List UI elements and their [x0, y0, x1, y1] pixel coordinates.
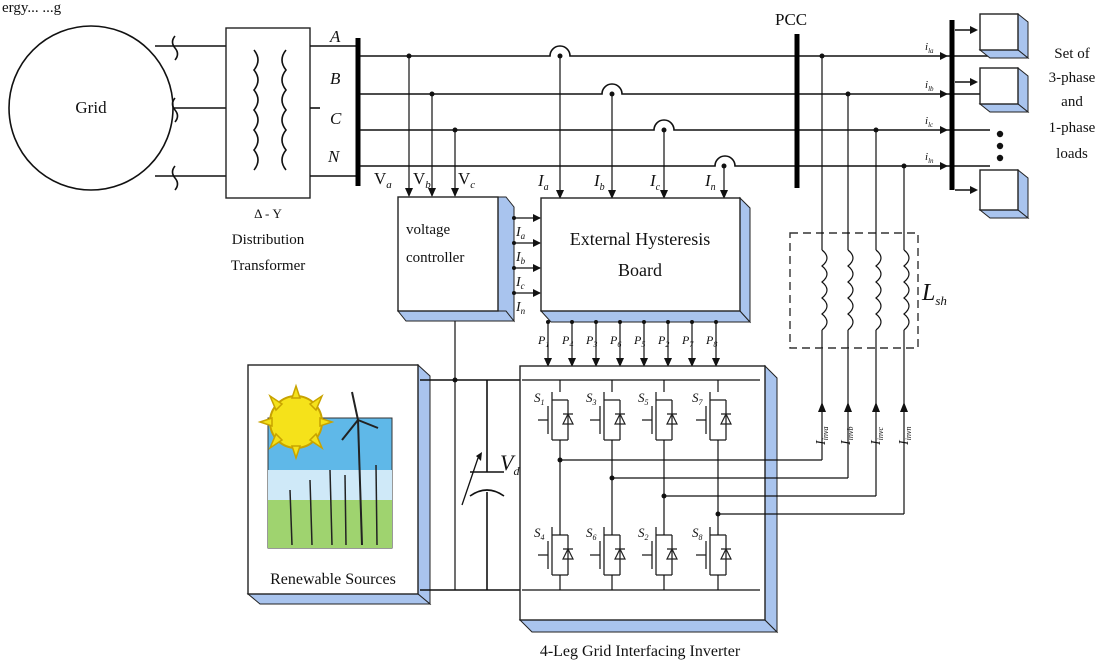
phase-n-label: N [327, 147, 341, 166]
svg-text:In: In [704, 171, 716, 193]
igbt-switch-top-1: S1 [534, 390, 574, 441]
external-hysteresis-board: External Hysteresis Board [539, 196, 752, 324]
transformer-label-1: Distribution [232, 232, 305, 248]
pulse-label-8: P8 [705, 333, 717, 349]
svg-text:ilc: ilc [925, 115, 934, 129]
svg-text:Vc: Vc [458, 169, 475, 191]
header-fragment: ergy... ...g [2, 0, 62, 16]
inductor-coil-3 [875, 249, 882, 331]
controller-output-arrows [512, 214, 541, 297]
svg-text:S5: S5 [638, 390, 649, 407]
svg-text:S8: S8 [692, 525, 703, 542]
svg-text:S1: S1 [534, 390, 545, 407]
gate-pulse-lines: P1 P4 P3 P6 P5 P2 P7 P8 [537, 320, 720, 367]
svg-text:Ia: Ia [515, 225, 526, 241]
renewable-sources-block: Renewable Sources [246, 363, 432, 606]
sun-icon [257, 383, 335, 461]
dc-bus [420, 377, 522, 591]
loads-label: Set of 3-phase and 1-phase loads [1049, 46, 1096, 162]
pulse-label-3: P3 [585, 333, 597, 349]
svg-text:Iinva: Iinva [814, 427, 830, 446]
svg-text:Set of: Set of [1054, 46, 1089, 62]
svg-text:Ib: Ib [593, 171, 605, 193]
svg-text:Ia: Ia [537, 171, 549, 193]
svg-text:Vb: Vb [413, 169, 431, 191]
current-labels: Ia Ib Ic In [537, 171, 716, 193]
svg-text:Iinvn: Iinvn [897, 427, 913, 446]
svg-text:Va: Va [374, 169, 392, 191]
inductor-coil-1 [821, 249, 828, 331]
svg-text:Ic: Ic [515, 275, 525, 291]
svg-text:Board: Board [618, 260, 662, 280]
shunt-inductors [819, 53, 910, 348]
svg-text:S3: S3 [586, 390, 597, 407]
renewable-label: Renewable Sources [270, 571, 396, 588]
load-current-arrows [940, 52, 948, 170]
transformer-label-2: Transformer [231, 258, 305, 274]
phase-c-label: C [330, 109, 342, 128]
svg-text:S2: S2 [638, 525, 649, 542]
svg-text:ila: ila [925, 41, 934, 55]
distribution-transformer [225, 27, 311, 199]
load-current-labels: ila ilb ilc iln [925, 41, 934, 165]
pcc-label: PCC [775, 10, 807, 29]
wind-turbine-icon [289, 391, 379, 546]
igbt-switch-top-2: S3 [586, 390, 626, 441]
four-leg-inverter [518, 364, 779, 634]
svg-text:and: and [1061, 94, 1083, 110]
pulse-label-2: P4 [561, 333, 573, 349]
grid-feeders [155, 35, 226, 191]
inductor-coil-2 [847, 249, 854, 331]
controller-output-labels: Ia Ib Ic In [515, 225, 526, 316]
inverter-label: 4-Leg Grid Interfacing Inverter [540, 643, 741, 660]
svg-text:loads: loads [1056, 146, 1088, 162]
svg-text:1-phase: 1-phase [1049, 120, 1096, 136]
phase-a-label: A [329, 27, 341, 46]
transformer-coils [252, 49, 288, 171]
voltage-sense-wires [405, 53, 459, 197]
main-lines [360, 45, 990, 167]
inductor-coil-4 [903, 249, 910, 331]
grid-label: Grid [75, 98, 107, 117]
svg-text:S7: S7 [692, 390, 704, 407]
pulse-label-1: P1 [537, 333, 549, 349]
pulse-label-6: P2 [657, 333, 669, 349]
svg-text:Ic: Ic [649, 171, 661, 193]
inductor-label: Lsh [921, 280, 947, 308]
svg-text:controller: controller [406, 250, 464, 266]
current-sense-wires [556, 53, 728, 199]
svg-text:3-phase: 3-phase [1049, 70, 1096, 86]
svg-text:S6: S6 [586, 525, 597, 542]
inverter-current-labels: Iinva Iinvb Iinvc Iinvn [814, 427, 913, 446]
pulse-label-4: P6 [609, 333, 621, 349]
svg-text:External Hysteresis: External Hysteresis [570, 229, 710, 249]
load-blocks [955, 12, 1030, 220]
pulse-label-7: P7 [681, 333, 694, 349]
voltage-controller: voltage controller [396, 196, 516, 323]
transformer-symbol: Δ - Y [254, 206, 282, 221]
svg-text:Ib: Ib [515, 250, 526, 266]
svg-text:S4: S4 [534, 525, 545, 542]
svg-text:In: In [515, 300, 526, 316]
ground-image [268, 500, 392, 548]
svg-text:Iinvb: Iinvb [839, 427, 855, 446]
svg-text:voltage: voltage [406, 222, 450, 238]
svg-text:iln: iln [925, 151, 934, 165]
svg-text:ilb: ilb [925, 79, 934, 93]
pulse-label-5: P5 [633, 333, 645, 349]
shunt-inductor-box [789, 232, 919, 349]
igbt-switch-top-3: S5 [638, 390, 678, 441]
voltage-labels: Va Vb Vc [374, 169, 475, 191]
phase-b-label: B [330, 69, 341, 88]
svg-text:Iinvc: Iinvc [869, 427, 885, 446]
